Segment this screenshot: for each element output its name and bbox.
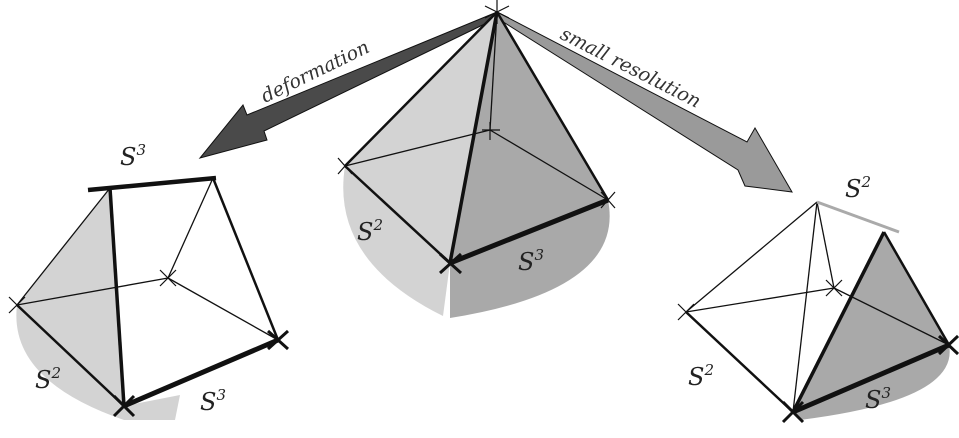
right-top-edge	[816, 200, 900, 234]
left-base-marks	[112, 329, 290, 418]
center-figure: S2 S3	[337, 0, 616, 318]
center-hidden-edges	[344, 11, 609, 201]
center-vertex-marks	[337, 0, 616, 209]
small-resolution-arrow	[496, 11, 793, 193]
left-base-edge	[123, 337, 279, 409]
right-base-marks	[781, 334, 959, 424]
left-vertex-marks	[8, 269, 177, 314]
right-medium-edges	[685, 231, 951, 413]
right-base-edge	[792, 342, 950, 415]
left-medium-edges	[16, 177, 280, 407]
left-s3-top-label: S3	[120, 141, 146, 171]
small-resolution-arrow-shape	[496, 11, 793, 193]
right-thin-edges	[685, 201, 950, 413]
right-vertex-marks	[677, 279, 843, 321]
center-front-edge	[448, 11, 499, 264]
right-s3-label: S3	[865, 384, 891, 414]
center-base-edge	[449, 197, 609, 266]
center-s3-label: S3	[518, 246, 544, 276]
right-front-edge	[791, 231, 886, 413]
right-shaded-face	[793, 232, 949, 412]
center-left-region	[343, 166, 450, 316]
left-figure: S3 S2 S3	[8, 141, 290, 420]
left-front-edge	[108, 187, 126, 407]
right-s2-label: S2	[688, 361, 714, 391]
left-top-edge	[87, 175, 217, 193]
center-right-region	[450, 200, 610, 318]
left-base-region	[16, 305, 180, 420]
left-shaded-face	[17, 188, 124, 406]
center-edges	[344, 11, 610, 264]
center-apex-cross	[438, 252, 463, 275]
left-s3-label: S3	[200, 386, 226, 416]
center-right-face	[450, 12, 608, 263]
deformation-arrow	[198, 11, 498, 159]
right-s2-top-label: S2	[845, 173, 871, 203]
right-figure: S2 S2 S3	[677, 173, 959, 424]
deformation-arrow-shape	[198, 11, 498, 159]
left-s2-label: S2	[35, 364, 61, 394]
left-thin-edges	[16, 177, 279, 341]
center-s2-label: S2	[357, 216, 383, 246]
